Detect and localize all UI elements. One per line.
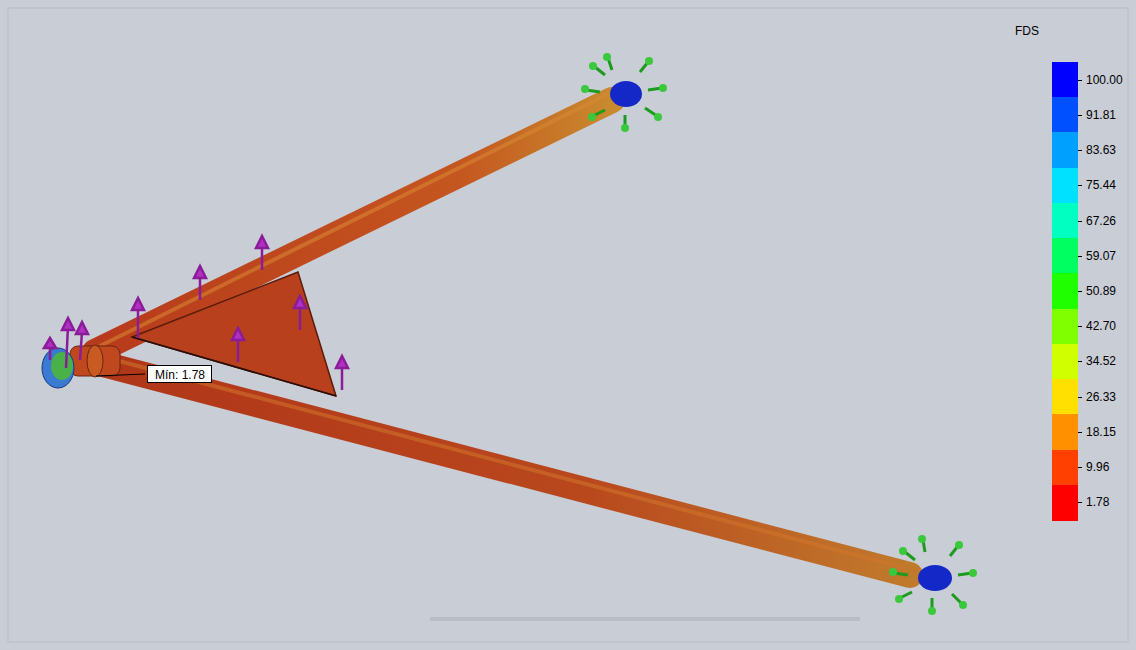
tick-mark bbox=[1078, 115, 1082, 116]
color-bar-segment bbox=[1052, 168, 1078, 204]
legend-heading: FDS bbox=[1015, 24, 1039, 38]
tick-mark bbox=[1078, 361, 1082, 362]
callout-text: Mín: 1.78 bbox=[155, 368, 204, 382]
legend-value: 59.07 bbox=[1086, 249, 1116, 263]
color-bar-segment bbox=[1052, 379, 1078, 415]
color-bar-segment bbox=[1052, 344, 1078, 380]
color-bar-segment bbox=[1052, 62, 1078, 98]
color-bar-segment bbox=[1052, 450, 1078, 486]
color-bar-segment bbox=[1052, 309, 1078, 345]
tick-mark bbox=[1078, 80, 1082, 81]
tick-mark bbox=[1078, 150, 1082, 151]
tick-mark bbox=[1078, 185, 1082, 186]
legend-value: 1.78 bbox=[1086, 495, 1109, 509]
tick-mark bbox=[1078, 291, 1082, 292]
legend-value: 26.33 bbox=[1086, 390, 1116, 404]
color-bar-segment bbox=[1052, 273, 1078, 309]
color-bar-segment bbox=[1052, 203, 1078, 239]
tick-mark bbox=[1078, 502, 1082, 503]
legend-value: 75.44 bbox=[1086, 178, 1116, 192]
legend-value: 67.26 bbox=[1086, 214, 1116, 228]
legend-value: 9.96 bbox=[1086, 460, 1109, 474]
color-bar-segment bbox=[1052, 485, 1078, 521]
tick-mark bbox=[1078, 256, 1082, 257]
color-bar-segment bbox=[1052, 414, 1078, 450]
legend-value: 42.70 bbox=[1086, 319, 1116, 333]
tick-mark bbox=[1078, 397, 1082, 398]
legend-value: 34.52 bbox=[1086, 354, 1116, 368]
legend-value: 18.15 bbox=[1086, 425, 1116, 439]
min-callout-box: Mín: 1.78 bbox=[147, 365, 212, 383]
tick-mark bbox=[1078, 326, 1082, 327]
color-bar-segment bbox=[1052, 238, 1078, 274]
color-bar-segment bbox=[1052, 132, 1078, 168]
legend-value: 83.63 bbox=[1086, 143, 1116, 157]
tick-mark bbox=[1078, 221, 1082, 222]
legend-value: 100.00 bbox=[1086, 73, 1123, 87]
tick-mark bbox=[1078, 432, 1082, 433]
legend-value: 91.81 bbox=[1086, 108, 1116, 122]
legend-value: 50.89 bbox=[1086, 284, 1116, 298]
color-bar-segment bbox=[1052, 97, 1078, 133]
tick-mark bbox=[1078, 467, 1082, 468]
